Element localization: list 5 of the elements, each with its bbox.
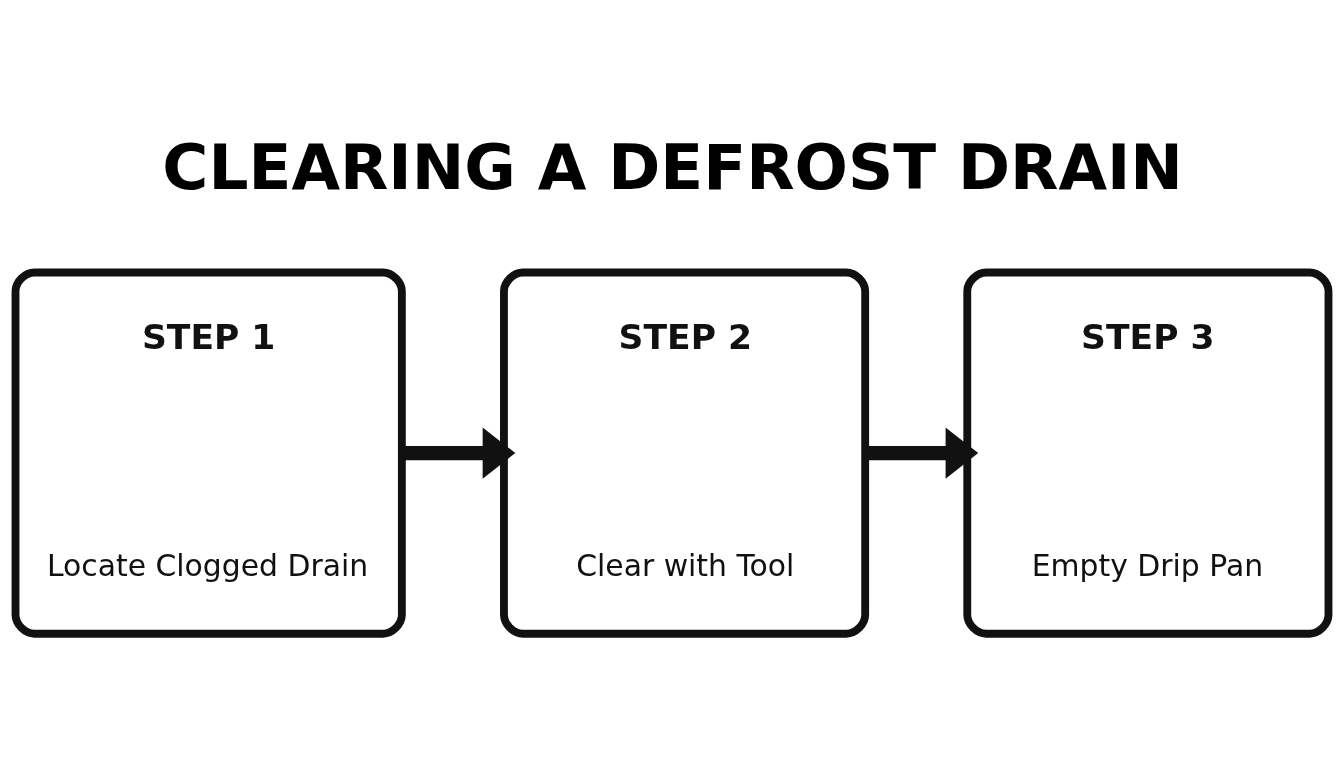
node-box: STEP 1 Locate Clogged Drain bbox=[11, 268, 406, 638]
arrow bbox=[402, 427, 516, 479]
diagram-title: CLEARING A DEFROST DRAIN bbox=[162, 131, 1183, 205]
node-box: STEP 2 Clear with Tool bbox=[500, 268, 870, 638]
node-box: STEP 3 Empty Drip Pan bbox=[963, 268, 1333, 638]
